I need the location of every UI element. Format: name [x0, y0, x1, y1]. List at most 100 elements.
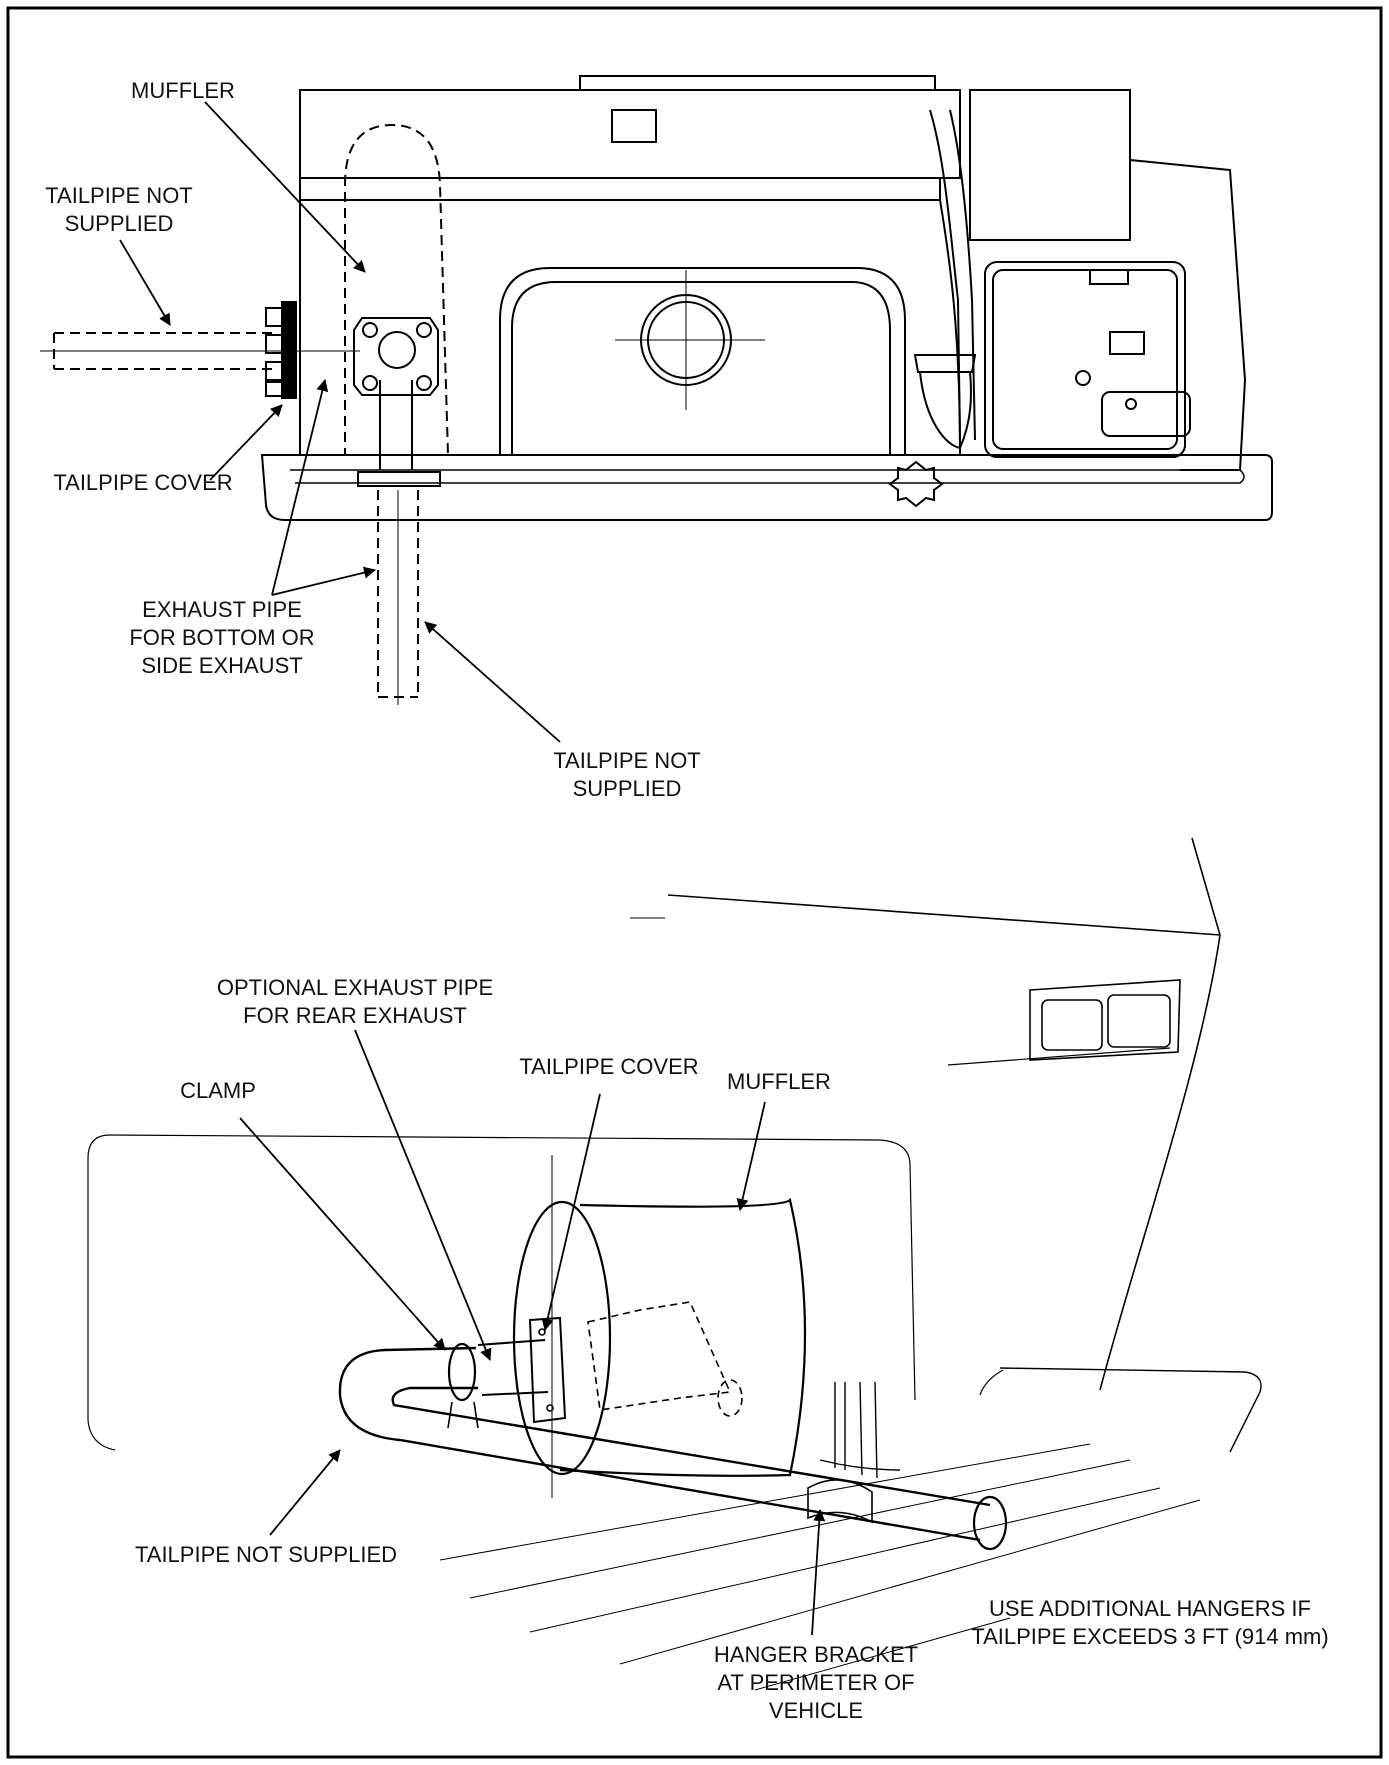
label-rear-optional-pipe-line1: OPTIONAL EXHAUST PIPE — [217, 975, 493, 1000]
panel-plate — [1109, 331, 1145, 355]
flange-bolt-1 — [362, 322, 378, 338]
top-view-leaders — [119, 101, 561, 743]
leader-rear-optional-pipe — [354, 1029, 492, 1361]
hanger-strap-base — [819, 1459, 901, 1471]
air-cleaner-body — [919, 371, 972, 450]
bumper-corner — [979, 1369, 1004, 1396]
panel-switch — [1101, 391, 1191, 437]
leader-top-muffler — [204, 101, 366, 273]
frame-line-3 — [529, 1487, 1161, 1633]
tail-light-right — [1107, 994, 1171, 1048]
rear-cover-bolt-2 — [546, 1404, 554, 1412]
label-rear-additional-hangers-line1: USE ADDITIONAL HANGERS IF — [989, 1596, 1311, 1621]
vehicle-roof-line-1 — [667, 894, 1221, 936]
body-right-edge — [939, 199, 961, 456]
control-housing — [969, 89, 1131, 241]
page-border — [6, 6, 1383, 1759]
top-housing-lid — [579, 75, 936, 90]
flange-bolt-3 — [362, 375, 378, 391]
label-top-exhaust-pipe-line3: SIDE EXHAUST — [141, 653, 302, 678]
control-panel — [984, 261, 1186, 458]
tail-light-left — [1041, 999, 1103, 1051]
side-tailpipe-cover — [281, 301, 297, 399]
enclosure-top — [87, 1134, 916, 1401]
leader-rear-clamp — [239, 1117, 446, 1351]
label-rear-muffler: MUFFLER — [727, 1069, 831, 1094]
label-rear-hanger-bracket-line3: VEHICLE — [769, 1698, 863, 1723]
label-top-tailpipe-side-line2: SUPPLIED — [65, 211, 174, 236]
control-panel-inner — [992, 269, 1178, 450]
label-top-tailpipe-side-line1: TAILPIPE NOT — [45, 183, 193, 208]
panel-switch-button — [1125, 398, 1137, 410]
rear-cover-bolt-1 — [538, 1328, 546, 1336]
rear-exhaust-view — [87, 837, 1262, 1691]
label-rear-clamp: CLAMP — [180, 1078, 256, 1103]
flange-bolt-4 — [416, 375, 432, 391]
exhaust-flange — [353, 317, 439, 396]
leader-top-tailpipe-cover — [209, 404, 283, 481]
flange-port — [378, 331, 416, 369]
tailpipe-u-bend-inner — [391, 1386, 991, 1507]
label-top-tailpipe-bottom-line2: SUPPLIED — [573, 776, 682, 801]
label-rear-hanger-bracket-line2: AT PERIMETER OF — [717, 1670, 914, 1695]
top-housing-label-plate — [611, 109, 657, 143]
side-tailpipe-cover-bolt-4 — [265, 381, 283, 397]
leader-top-exhaust-pipe-b — [271, 566, 376, 596]
vehicle-bumper — [999, 1367, 1262, 1453]
body-top-band — [299, 178, 941, 201]
tailpipe-u-bend-outer — [338, 1346, 981, 1542]
optional-exhaust-pipe — [477, 1339, 549, 1396]
leader-rear-tailpipe-cover — [541, 1093, 601, 1331]
hose-right — [949, 109, 976, 441]
muffler-hidden-outline — [344, 123, 450, 456]
rear-view-leaders — [239, 1029, 826, 1636]
panel-slot — [1089, 269, 1129, 285]
label-rear-tailpipe-cover: TAILPIPE COVER — [519, 1054, 698, 1079]
clamp-ring — [447, 1342, 477, 1402]
tail-light-bezel — [1029, 979, 1181, 1061]
vehicle-body-line — [947, 1047, 1171, 1066]
recessed-panel — [499, 267, 906, 455]
frame-line-2 — [469, 1459, 1131, 1599]
label-rear-hanger-bracket-line1: HANGER BRACKET — [714, 1642, 918, 1667]
flange-bolt-2 — [416, 322, 432, 338]
side-tailpipe-cover-bolt-1 — [265, 307, 283, 327]
muffler-drum-end — [512, 1200, 612, 1476]
top-housing — [299, 89, 961, 179]
frame-line-1 — [439, 1443, 1091, 1561]
label-rear-tailpipe: TAILPIPE NOT SUPPLIED — [135, 1542, 397, 1567]
hanger-straps — [834, 1381, 878, 1479]
downpipe — [379, 380, 413, 470]
air-cleaner-top — [913, 354, 977, 373]
muffler-inner-pipe-end — [717, 1379, 743, 1417]
labels: MUFFLER TAILPIPE NOT SUPPLIED TAILPIPE C… — [45, 78, 1328, 1723]
leader-top-tailpipe-bottom — [424, 621, 561, 743]
leader-rear-hanger-bracket — [811, 1509, 826, 1636]
frame-line-4 — [619, 1499, 1201, 1665]
label-top-tailpipe-cover: TAILPIPE COVER — [53, 470, 232, 495]
panel-knob — [1075, 370, 1091, 386]
side-tailpipe-cover-bolt-2 — [265, 334, 283, 354]
recessed-panel-inner — [511, 281, 891, 455]
leader-rear-tailpipe — [269, 1449, 341, 1536]
control-box-side — [1129, 159, 1247, 471]
base-rail-groove — [290, 469, 1245, 484]
label-top-tailpipe-bottom-line1: TAILPIPE NOT — [553, 748, 701, 773]
frame-line-5 — [754, 1617, 1011, 1691]
vehicle-rear-edge — [1099, 837, 1221, 1391]
label-rear-additional-hangers-line2: TAILPIPE EXCEEDS 3 FT (914 mm) — [971, 1624, 1328, 1649]
leader-top-exhaust-pipe-a — [271, 379, 329, 596]
label-top-exhaust-pipe-line2: FOR BOTTOM OR — [129, 625, 314, 650]
body-outline — [299, 200, 960, 456]
side-tailpipe-cover-bolt-3 — [265, 361, 283, 381]
base-knob — [888, 460, 944, 508]
generator-side-view — [40, 75, 1273, 705]
hose-left — [929, 109, 961, 441]
label-rear-optional-pipe-line2: FOR REAR EXHAUST — [243, 1003, 467, 1028]
enclosure-left — [87, 1158, 116, 1451]
label-top-muffler: MUFFLER — [131, 78, 235, 103]
base-rail — [260, 454, 1273, 521]
label-top-exhaust-pipe-line1: EXHAUST PIPE — [142, 597, 302, 622]
